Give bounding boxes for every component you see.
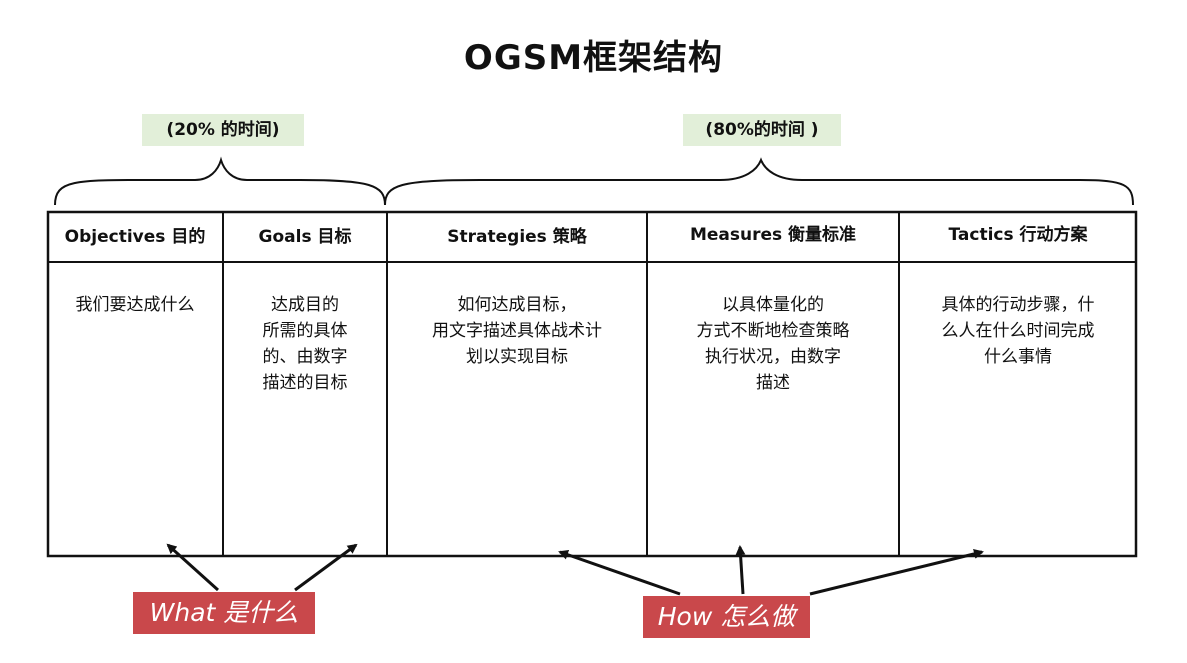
tag-how: How 怎么做 [643, 596, 810, 638]
description-objectives: 我们要达成什么 [75, 295, 195, 315]
time-label-how: (80%的时间 ) [683, 114, 841, 146]
arrow-what-objectives [166, 543, 220, 592]
arrow-how-measures [735, 545, 746, 595]
description-strategies: 如何达成目标， 用文字描述具体战术计 划以实现目标 [432, 295, 602, 367]
diagram-title: OGSM框架结构 [463, 38, 724, 78]
table-frame [46, 210, 1138, 558]
time-label-what: (20% 的时间) [142, 114, 304, 146]
arrow-what-goals [294, 543, 358, 592]
description-goals: 达成目的 所需的具体 的、由数字 描述的目标 [262, 295, 348, 393]
arrow-how-tactics [809, 549, 984, 596]
brace-what [54, 156, 386, 206]
header-objectives: Objectives 目的 [64, 227, 206, 247]
header-measures: Measures 衡量标准 [689, 225, 857, 245]
header-goals: Goals 目标 [258, 227, 352, 247]
header-tactics: Tactics 行动方案 [948, 225, 1088, 245]
arrow-how-strategies [558, 549, 681, 596]
header-strategies: Strategies 策略 [447, 227, 587, 247]
tag-what: What 是什么 [133, 592, 315, 634]
brace-how [384, 157, 1134, 206]
description-measures: 以具体量化的 方式不断地检查策略 执行状况，由数字 描述 [696, 295, 850, 393]
description-tactics: 具体的行动步骤，什 么人在什么时间完成 什么事情 [941, 295, 1095, 367]
